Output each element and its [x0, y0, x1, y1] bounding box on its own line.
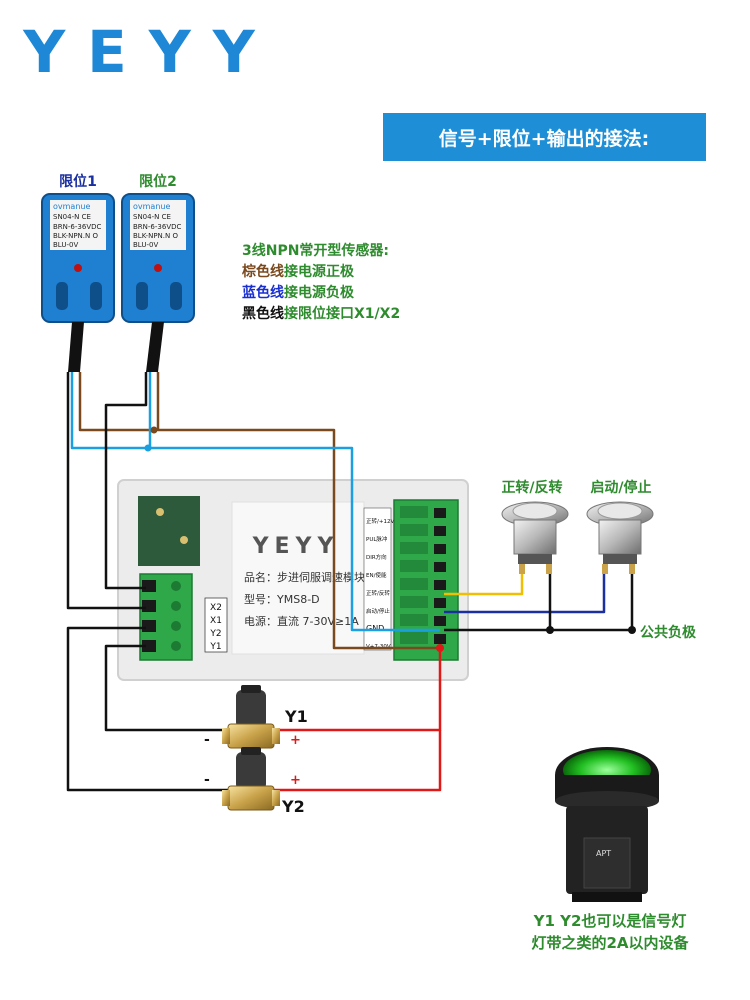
sensor-1-brand: ovmanue — [53, 202, 90, 211]
legend-heading: 3线NPN常开型传感器: — [242, 242, 389, 259]
sensor-2-brand: ovmanue — [133, 202, 170, 211]
wire-brown-sensor-1 — [78, 372, 154, 432]
wires — [66, 372, 634, 792]
left-terminal-labels: X2 X1 Y2 Y1 — [204, 597, 228, 653]
right-terminal-block — [393, 499, 459, 661]
title-banner — [383, 113, 706, 161]
push-button-1 — [501, 501, 569, 574]
wire-blue-sensor-2 — [148, 372, 440, 632]
wire-black-y1 — [104, 644, 236, 732]
module-product-name: 品名：步进伺服调速模块 — [244, 570, 365, 584]
terminal-label-r7: GND — [366, 624, 384, 633]
solenoid-valve-y2 — [222, 747, 280, 811]
button-2-label: 启动/停止 — [590, 479, 651, 496]
terminal-label-r1: 正转/+12V — [366, 517, 394, 525]
valve-y2-minus: - — [204, 772, 210, 788]
legend-blue-word: 蓝色线 — [242, 284, 284, 301]
sensor-2-title: 限位2 — [139, 173, 177, 190]
wire-black-sensor-1 — [66, 372, 146, 610]
svg-text:蓝色线接电源负极: 蓝色线接电源负极 — [242, 284, 355, 301]
logo-text: YEYY — [22, 18, 277, 86]
wire-red-y2 — [270, 730, 442, 792]
terminal-label-r3: DIR方向 — [366, 553, 387, 561]
terminal-label-y1: Y1 — [209, 642, 221, 652]
junction-common-1 — [546, 626, 554, 634]
sensor-1-line-2: BRN-6-36VDC — [53, 223, 101, 231]
terminal-label-x1: X1 — [210, 616, 222, 626]
junction-common-2 — [628, 626, 636, 634]
lamp-brand: APT — [596, 849, 611, 858]
legend-brown-rest: 接电源正极 — [284, 263, 355, 280]
left-terminal-block — [139, 573, 193, 661]
valve-y1-minus: - — [204, 732, 210, 748]
junction-red — [436, 644, 444, 652]
module-pcb — [138, 496, 200, 566]
legend-blue-rest: 接电源负极 — [284, 284, 355, 301]
legend-black-word: 黑色线 — [242, 305, 284, 322]
module-power: 电源：直流 7-30V≥1A — [244, 614, 359, 628]
valve-y1-plus: + — [290, 733, 301, 748]
sensor-2-line-2: BRN-6-36VDC — [133, 223, 181, 231]
terminal-label-r4: EN/使能 — [366, 571, 387, 579]
common-negative-label: 公共负极 — [640, 624, 697, 641]
module-brand: YEYY — [252, 534, 340, 559]
terminal-label-r6: 启动/停止 — [366, 607, 390, 615]
sensor-2-led — [154, 264, 162, 272]
terminal-label-x2: X2 — [210, 603, 222, 613]
sensor-2-line-3: BLK-NPN.N O — [133, 232, 178, 240]
svg-text:黑色线接限位接口X1/X2: 黑色线接限位接口X1/X2 — [242, 305, 400, 322]
wire-black-y2 — [66, 626, 236, 792]
legend-black-rest: 接限位接口X1/X2 — [284, 305, 400, 322]
valve-y2-plus: + — [290, 773, 301, 788]
push-button-2 — [586, 501, 654, 574]
wire-yellow-direction — [444, 572, 524, 596]
button-1-label: 正转/反转 — [501, 479, 562, 496]
sensor-2: ovmanue SN04-N CE BRN-6-36VDC BLK-NPN.N … — [121, 193, 195, 372]
terminal-label-r2: PUL脉冲 — [366, 535, 388, 543]
indicator-lamp: APT — [555, 747, 659, 902]
sensor-1-cable — [68, 322, 84, 372]
sensor-1-led — [74, 264, 82, 272]
solenoid-valve-y1 — [222, 685, 280, 749]
valve-y2-label: Y2 — [281, 797, 305, 816]
lamp-caption-line-1: Y1 Y2也可以是信号灯 — [533, 912, 687, 930]
sensor-1-title: 限位1 — [59, 173, 97, 190]
lamp-caption-line-2: 灯带之类的2A以内设备 — [531, 934, 689, 952]
sensor-2-line-4: BLU-0V — [133, 241, 158, 249]
sensor-1-line-3: BLK-NPN.N O — [53, 232, 98, 240]
right-terminal-labels: 正转/+12V PUL脉冲 DIR方向 EN/使能 正转/反转 启动/停止 GN… — [363, 507, 394, 651]
sensor-2-line-1: SN04-N CE — [133, 213, 171, 221]
wire-legend: 3线NPN常开型传感器: 棕色线接电源正极 蓝色线接电源负极 黑色线接限位接口X… — [241, 242, 400, 322]
valve-y1-label: Y1 — [284, 707, 308, 726]
module-label-panel — [231, 501, 365, 655]
junction-blue — [144, 444, 152, 452]
svg-text:棕色线接电源正极: 棕色线接电源正极 — [241, 263, 355, 280]
wire-brown-sensor-2 — [156, 372, 440, 650]
module-model: 型号：YMS8-D — [244, 592, 320, 606]
wire-black-sensor-2 — [104, 372, 148, 590]
sensor-1-line-4: BLU-0V — [53, 241, 78, 249]
sensor-1-line-1: SN04-N CE — [53, 213, 91, 221]
banner-title: 信号+限位+输出的接法: — [439, 127, 649, 150]
control-module: YEYY 品名：步进伺服调速模块 型号：YMS8-D 电源：直流 7-30V≥1… — [117, 479, 469, 681]
wire-blue-sensor-1 — [70, 372, 148, 450]
sensor-1: ovmanue SN04-N CE BRN-6-36VDC BLK-NPN.N … — [41, 193, 115, 372]
terminal-label-r5: 正转/反转 — [366, 589, 390, 597]
terminal-label-y2: Y2 — [209, 629, 221, 639]
yeyy-logo: YEYY — [22, 18, 277, 86]
sensor-2-cable — [146, 322, 164, 372]
legend-brown-word: 棕色线 — [241, 263, 284, 280]
junction-brown — [150, 426, 158, 434]
wire-navy-start — [444, 572, 606, 614]
